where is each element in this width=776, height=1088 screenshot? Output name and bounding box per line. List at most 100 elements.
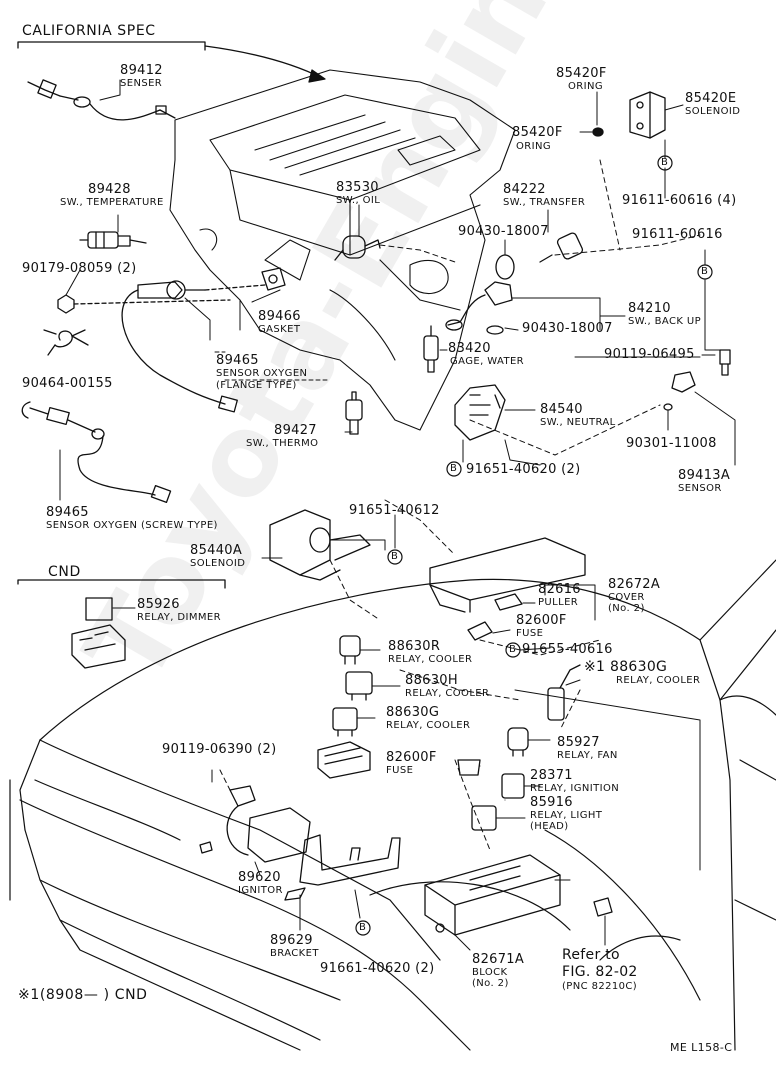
oxygen-sensor-89412: [27, 79, 176, 121]
relay-88630R: [339, 635, 361, 665]
part-number: 90301-11008: [626, 436, 717, 451]
solenoid-85440A: [269, 509, 371, 581]
fuse-82600F-a: [467, 621, 493, 641]
dashed-lines: [219, 159, 701, 851]
oring-90430-b: [486, 325, 504, 335]
part-desc: (No. 2): [472, 978, 509, 989]
part-number: 85926: [137, 597, 180, 612]
transfer-switch-84222: [539, 232, 584, 263]
part-desc: RELAY, COOLER: [388, 654, 473, 665]
leader-lines: [59, 79, 736, 951]
relay-85916: [471, 805, 497, 831]
part-number: 89413A: [678, 468, 731, 483]
relay-85927: [507, 727, 529, 757]
part-number: 89465: [46, 505, 89, 520]
backup-switch-84210: [445, 281, 513, 331]
part-desc: SENSOR: [678, 483, 722, 494]
part-desc: SW., OIL: [336, 195, 381, 206]
part-number: 82600F: [516, 613, 567, 628]
part-number: 85916: [530, 795, 573, 810]
relay-dimmer-85926: [17, 579, 226, 669]
fuse-cover-82672A: [429, 537, 586, 613]
part-number: 90179-08059 (2): [22, 261, 137, 276]
oil-switch-83530: [334, 235, 381, 261]
refer-figure[interactable]: FIG. 82-02: [562, 964, 638, 980]
part-desc: RELAY, IGNITION: [530, 783, 620, 794]
part-number: 88630G: [386, 705, 440, 720]
refer-pnc: (PNC 82210C): [562, 981, 638, 992]
refer-text: Refer to: [562, 947, 620, 963]
part-number: 91651-40620 (2): [466, 462, 581, 477]
bolt-symbol: B: [359, 922, 367, 933]
washer-90301: [663, 403, 673, 411]
oxygen-sensor-flange: [121, 280, 238, 413]
part-desc: IGNITOR: [238, 885, 283, 896]
part-desc: RELAY, COOLER: [616, 675, 701, 686]
part-number: 91655-40616: [522, 642, 613, 657]
part-number: 89427: [274, 423, 317, 438]
part-desc: RELAY, LIGHT: [530, 810, 603, 821]
part-number: 85420F: [512, 125, 563, 140]
thermo-switch-89427: [345, 391, 363, 435]
part-desc: GASKET: [258, 324, 301, 335]
fuse-set-cnd: [317, 741, 371, 779]
part-number: 82672A: [608, 577, 661, 592]
part-number: 83530: [336, 180, 379, 195]
part-desc: SOLENOID: [685, 106, 741, 117]
relay-28371: [501, 773, 525, 799]
engine-block: [169, 69, 516, 431]
bolt-symbol: B: [661, 157, 669, 168]
solenoid-85420E: [629, 91, 666, 139]
part-number: 90430-18007: [522, 321, 613, 336]
cnd-heading: CND: [48, 564, 81, 580]
part-desc: FUSE: [386, 765, 414, 776]
part-number: 85927: [557, 735, 600, 750]
gasket-89466: [204, 267, 286, 291]
bolt-90119-06495: [719, 349, 731, 376]
part-number: 90430-18007: [458, 224, 549, 239]
part-number: 85420E: [685, 91, 737, 106]
illustration-code: ME L158-C: [670, 1041, 733, 1054]
relay-88630G-a: [547, 664, 581, 721]
part-desc: PULLER: [538, 597, 579, 608]
part-desc: SENSER: [120, 78, 163, 89]
part-desc: SW., BACK UP: [628, 316, 702, 327]
california-spec-heading: CALIFORNIA SPEC: [22, 23, 156, 39]
part-number: 91611-60616: [632, 227, 723, 242]
part-number: 85420F: [556, 66, 607, 81]
part-desc: SENSOR OXYGEN: [216, 368, 308, 379]
part-number: 90119-06390 (2): [162, 742, 277, 757]
bolt-symbol: B: [701, 266, 709, 277]
relay-88630G-b: [332, 707, 358, 737]
clamp-90464: [43, 329, 89, 356]
car-body: [9, 559, 776, 1051]
bolt-symbol: B: [391, 551, 399, 562]
part-number: 82616: [538, 582, 581, 597]
part-number: 28371: [530, 768, 573, 783]
water-gage-83420: [423, 325, 439, 373]
sensor-89413A: [671, 371, 696, 393]
part-desc: COVER: [608, 592, 645, 603]
part-desc: ORING: [516, 141, 551, 152]
part-desc: (No. 2): [608, 603, 645, 614]
relay-block-82671A: [424, 854, 561, 936]
ignitor-89620: [199, 785, 311, 863]
part-number: 84540: [540, 402, 583, 417]
part-number: 89466: [258, 309, 301, 324]
part-desc: GAGE, WATER: [450, 356, 525, 367]
part-number: 84210: [628, 301, 671, 316]
part-number: 90464-00155: [22, 376, 113, 391]
part-desc: (HEAD): [530, 821, 569, 832]
part-number: 82671A: [472, 952, 525, 967]
part-number: 88630H: [405, 673, 458, 688]
part-desc: BLOCK: [472, 967, 508, 978]
part-desc: RELAY, FAN: [557, 750, 618, 761]
part-desc: RELAY, DIMMER: [137, 612, 221, 623]
part-number: 85440A: [190, 543, 243, 558]
part-desc: (FLANGE TYPE): [216, 380, 297, 391]
part-number: 82600F: [386, 750, 437, 765]
part-desc: SW., NEUTRAL: [540, 417, 616, 428]
oring-90430-a: [495, 254, 515, 280]
part-number: 88630R: [388, 639, 441, 654]
